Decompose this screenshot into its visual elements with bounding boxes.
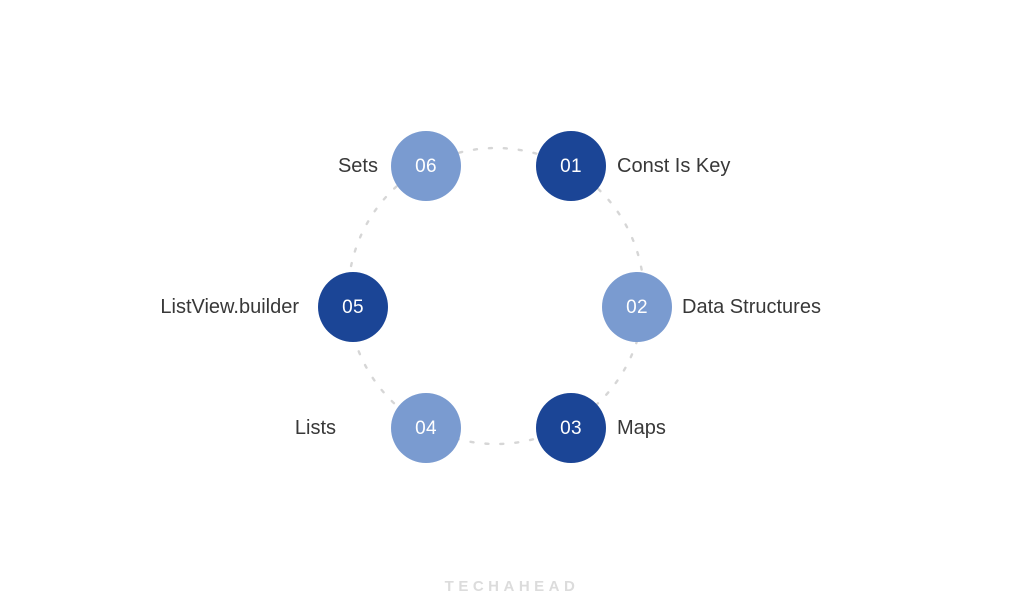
- node-number-06: 06: [415, 155, 437, 177]
- node-number-04: 04: [415, 417, 437, 439]
- node-label-04: Lists: [294, 417, 336, 439]
- node-circle-02[interactable]: 02: [602, 272, 672, 342]
- node-circle-05[interactable]: 05: [318, 272, 388, 342]
- node-number-05: 05: [342, 296, 364, 318]
- node-label-06: Sets: [337, 155, 378, 177]
- node-label-01: Const Is Key: [617, 155, 731, 177]
- node-number-02: 02: [626, 296, 648, 318]
- node-circle-06[interactable]: 06: [391, 131, 461, 201]
- brand-watermark: TECHAHEAD: [444, 578, 580, 595]
- node-circle-01[interactable]: 01: [536, 131, 606, 201]
- node-number-01: 01: [560, 155, 582, 177]
- node-circle-04[interactable]: 04: [391, 393, 461, 463]
- node-circle-03[interactable]: 03: [536, 393, 606, 463]
- node-number-03: 03: [560, 417, 582, 439]
- node-label-05: ListView.builder: [160, 296, 299, 318]
- node-label-03: Maps: [617, 417, 666, 439]
- dashed-ring-path: [346, 146, 646, 446]
- node-label-02: Data Structures: [682, 296, 821, 318]
